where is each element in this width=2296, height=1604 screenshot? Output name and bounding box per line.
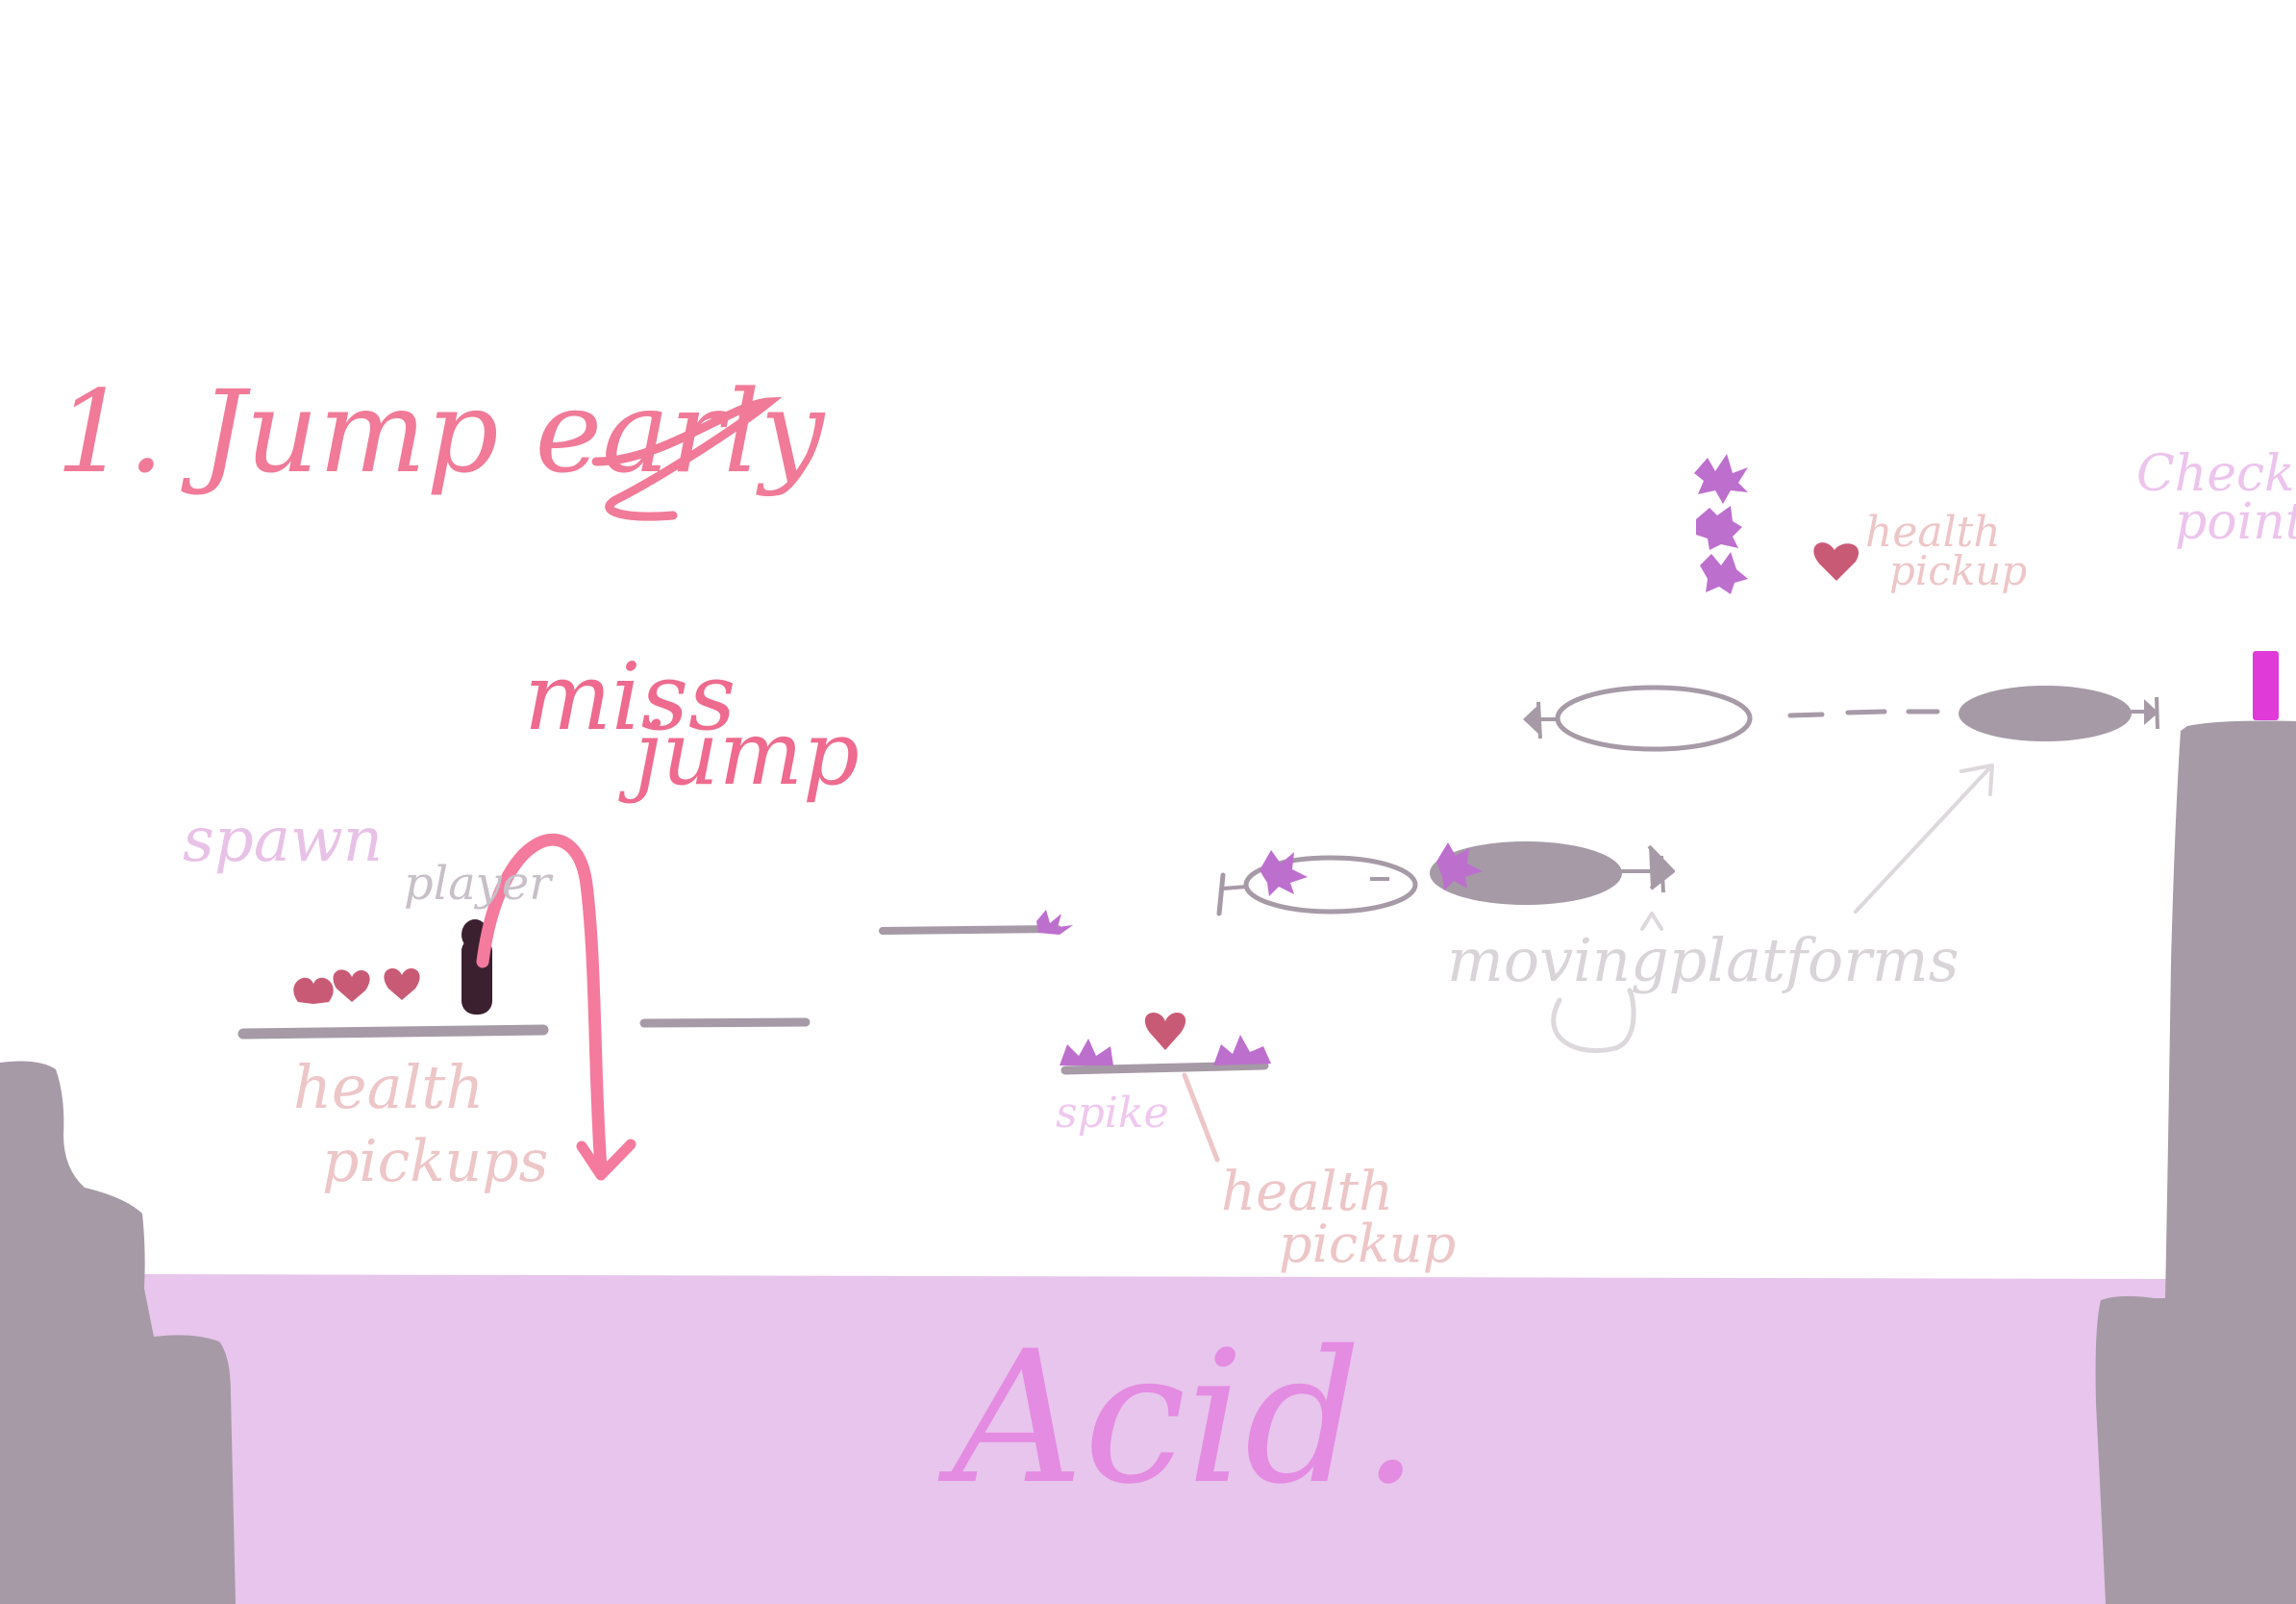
player-label: player: [404, 857, 554, 911]
health-pickup-heart-mid: [1144, 1012, 1186, 1050]
level-title: 1. Jump early: [56, 365, 826, 498]
spawn-platform: [237, 1024, 549, 1040]
right-rock-cliff: [2095, 720, 2296, 1604]
health-pickups-label-line1: health: [293, 1052, 484, 1122]
health-pickup-heart-2: [333, 969, 370, 1002]
spike-right: [1213, 1035, 1271, 1065]
health-pickup-heart-3: [384, 967, 420, 1000]
spike-column: [1694, 454, 1748, 594]
moving-platform-upper: [1523, 685, 2159, 752]
platform-3: [879, 925, 1061, 935]
health-pickup-heart-top: [1813, 542, 1859, 581]
moving-platform-lower: [1216, 841, 1675, 916]
spawn-label: spawn: [183, 805, 383, 876]
health-pickup-heart-1: [293, 977, 334, 1004]
spike-small: [1036, 910, 1073, 935]
moving-platforms-underline-loop: [1551, 988, 1636, 1054]
acid-label: Acid.: [937, 1312, 1419, 1524]
health-pickup-top-label-line2: pickup: [1889, 547, 2027, 594]
spike-platform: [1061, 1061, 1269, 1075]
spike-on-moving-platform-2: [1436, 842, 1483, 890]
moving-platforms-pointer-1: [1854, 767, 1990, 914]
spike-on-moving-platform-1: [1260, 850, 1308, 896]
health-pickup-mid-label-line1: health: [1221, 1161, 1393, 1223]
miss-jump-arrow: [476, 833, 608, 1175]
health-pickup-mid-label-line2: pickup: [1279, 1214, 1456, 1274]
health-pickups-label-line2: pickups: [322, 1128, 548, 1195]
platform-2: [639, 1017, 811, 1028]
checkpoint-label-line1: Check: [2136, 445, 2295, 503]
spike-pointer-line: [1182, 1072, 1220, 1163]
title-underline-flourish: [591, 396, 783, 521]
checkpoint-label-line2: point: [2175, 493, 2296, 551]
miss-jump-label-line2: jump: [618, 702, 860, 805]
checkpoint-flag: [2253, 651, 2279, 720]
miss-jump-arrowhead: [576, 1139, 636, 1181]
left-rock-cliff: [0, 1061, 236, 1604]
acid-pool: [135, 1274, 2173, 1604]
health-pickup-top-label-line1: health: [1865, 508, 2001, 557]
moving-platforms-pointer-2: [1640, 912, 1663, 931]
moving-platforms-pointer-1-head: [1959, 764, 1994, 796]
moving-platforms-label: movingplatforms: [1447, 925, 1959, 995]
spike-left: [1060, 1039, 1113, 1065]
spike-label: spike: [1056, 1089, 1169, 1138]
miss-jump-label-line1: miss: [524, 643, 736, 751]
